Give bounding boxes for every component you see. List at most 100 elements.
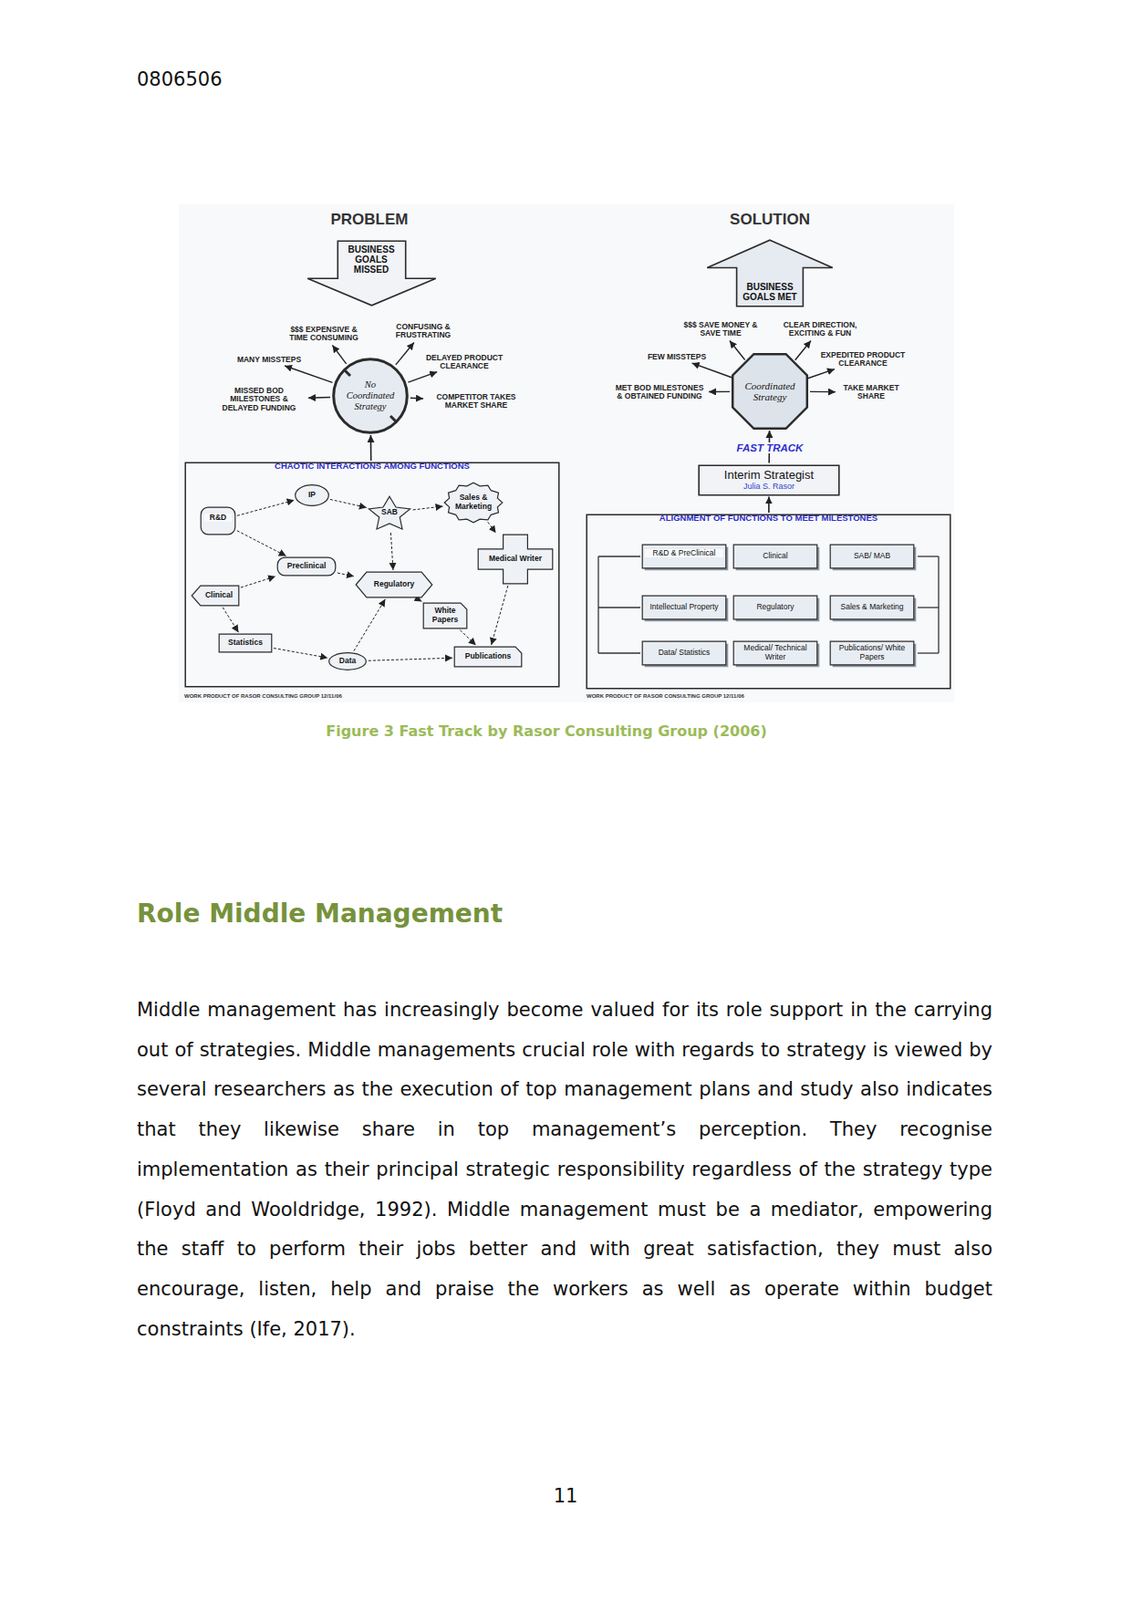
shape-path bbox=[642, 641, 727, 665]
node-text-group: Regulatory bbox=[736, 602, 815, 613]
shape-path bbox=[200, 507, 236, 535]
band-node: R&D & PreClinical Clinical SAB/ MAB Intelle… bbox=[585, 513, 952, 690]
shape-path bbox=[830, 544, 914, 569]
rect-node: Medical/ Technical Writer bbox=[732, 640, 819, 666]
node-text-group: SAB bbox=[377, 508, 402, 518]
shape-path bbox=[642, 544, 727, 569]
shape-path bbox=[733, 595, 818, 620]
shape-path bbox=[295, 485, 330, 507]
node-label: Julia S. Rasor bbox=[702, 481, 836, 491]
node-label: Interim Strategist bbox=[702, 468, 836, 483]
shape-path bbox=[642, 595, 727, 620]
bracket-line bbox=[917, 555, 939, 557]
connector bbox=[368, 657, 453, 661]
figure-label: EXPEDITED PRODUCT CLEARANCE bbox=[815, 351, 911, 369]
node-label: IP bbox=[298, 490, 326, 500]
node-text-group: Data bbox=[332, 656, 364, 666]
bracket-line bbox=[597, 556, 599, 654]
node-label: Preclinical bbox=[280, 561, 333, 572]
rect-node: Publications/ White Papers bbox=[829, 640, 915, 666]
node-label: BUSINESS GOALS MET bbox=[737, 281, 802, 302]
down-node: BUSINESS GOALS MISSED bbox=[306, 239, 437, 307]
node-label: Regulatory bbox=[736, 602, 815, 613]
node-text-group: Medical/ Technical Writer bbox=[736, 643, 815, 662]
figure-label: SOLUTION bbox=[729, 210, 811, 229]
outcome-arrow bbox=[692, 363, 733, 378]
connector bbox=[353, 599, 385, 652]
bracket-line bbox=[598, 652, 641, 654]
figure-label: PROBLEM bbox=[331, 210, 409, 229]
rect-node: Sales & Marketing bbox=[829, 594, 915, 621]
node-text-group: SAB/ MAB bbox=[832, 551, 912, 561]
figure-caption: Figure 3 Fast Track by Rasor Consulting … bbox=[325, 722, 768, 740]
star-node: SAB bbox=[366, 493, 413, 532]
figure-label: WORK PRODUCT OF RASOR CONSULTING GROUP 1… bbox=[586, 693, 745, 699]
figure-label: MET BOD MILESTONES & OBTAINED FUNDING bbox=[613, 384, 706, 402]
connector bbox=[768, 497, 770, 514]
shape-path bbox=[732, 353, 808, 429]
connector bbox=[491, 585, 509, 645]
doc-node: Publications bbox=[453, 645, 523, 668]
node-text-group: IP bbox=[298, 490, 326, 500]
node-text-group: Clinical bbox=[736, 551, 815, 561]
shape-path bbox=[733, 641, 818, 665]
node-text-group: Preclinical bbox=[280, 561, 333, 572]
shape-path bbox=[733, 544, 818, 569]
node-text-group: Medical Writer bbox=[480, 554, 551, 564]
outcome-arrow bbox=[308, 396, 331, 399]
node-text-group: R&D & PreClinical bbox=[644, 549, 724, 559]
node-label: Coordinated Strategy bbox=[739, 380, 800, 404]
rect-node: SAB/ MAB bbox=[829, 543, 915, 570]
node-text-group: No Coordinated Strategy bbox=[340, 379, 401, 412]
connector bbox=[390, 532, 394, 571]
figure-label: COMPETITOR TAKES MARKET SHARE bbox=[426, 393, 526, 411]
ellipse-node: IP bbox=[293, 483, 331, 508]
node-text-group: BUSINESS GOALS MET bbox=[737, 281, 802, 302]
node-label: R&D bbox=[208, 513, 228, 523]
shape-path bbox=[477, 534, 553, 584]
bracket-line bbox=[937, 556, 939, 654]
shape-path bbox=[185, 462, 560, 687]
node-text-group: Clinical bbox=[200, 591, 238, 601]
connector bbox=[240, 576, 276, 588]
node-label: Clinical bbox=[736, 551, 815, 561]
rect-node: Data/ Statistics bbox=[641, 640, 727, 666]
shape-path bbox=[368, 496, 410, 530]
node-label: ALIGNMENT OF FUNCTIONS TO MEET MILESTONE… bbox=[659, 513, 878, 524]
outcome-arrow bbox=[332, 345, 346, 364]
figure-label: $$$ SAVE MONEY & SAVE TIME bbox=[679, 321, 762, 339]
node-label: R&D & PreClinical bbox=[649, 549, 719, 559]
node-label: Medical Writer bbox=[480, 554, 551, 564]
figure-label: FAST TRACK bbox=[734, 442, 807, 454]
node-label: Sales & Marketing bbox=[832, 602, 912, 613]
cross-node: Medical Writer bbox=[477, 533, 554, 585]
node-text-group: R&D bbox=[204, 513, 232, 523]
figure-label: CLEAR DIRECTION, EXCITING & FUN bbox=[774, 321, 866, 339]
node-text-group: Publications/ White Papers bbox=[832, 643, 912, 662]
shape-path bbox=[423, 602, 468, 629]
connector bbox=[459, 630, 476, 646]
node-text-group: Interim StrategistJulia S. Rasor bbox=[702, 468, 836, 492]
node-label: Data bbox=[332, 656, 364, 666]
shape-path bbox=[586, 514, 951, 689]
node-text-group: Sales & Marketing bbox=[832, 602, 912, 613]
oct-node: Coordinated Strategy bbox=[731, 353, 809, 430]
node-text-group: Publications bbox=[457, 652, 519, 662]
node-text-group: Data/ Statistics bbox=[644, 648, 724, 658]
node-label: Intellectual Property bbox=[644, 602, 724, 613]
rect-node: Clinical bbox=[732, 543, 819, 570]
figure-panel: PROBLEMSOLUTION$$$ EXPENSIVE & TIME CONS… bbox=[178, 204, 955, 703]
doc-node: White Papers bbox=[422, 602, 468, 630]
outcome-arrow bbox=[708, 391, 730, 394]
outcome-arrow bbox=[810, 391, 836, 394]
node-label: Regulatory bbox=[367, 580, 421, 590]
outcome-arrow bbox=[395, 342, 415, 364]
node-label: Medical/ Technical Writer bbox=[736, 643, 815, 662]
figure-label: TAKE MARKET SHARE bbox=[839, 384, 904, 402]
rect-node: Statistics bbox=[218, 633, 273, 654]
page-text: Middle management has increasingly becom… bbox=[136, 990, 993, 1350]
bracket-line bbox=[917, 606, 939, 608]
bracket-line bbox=[598, 555, 641, 557]
outcome-arrow bbox=[808, 369, 835, 379]
